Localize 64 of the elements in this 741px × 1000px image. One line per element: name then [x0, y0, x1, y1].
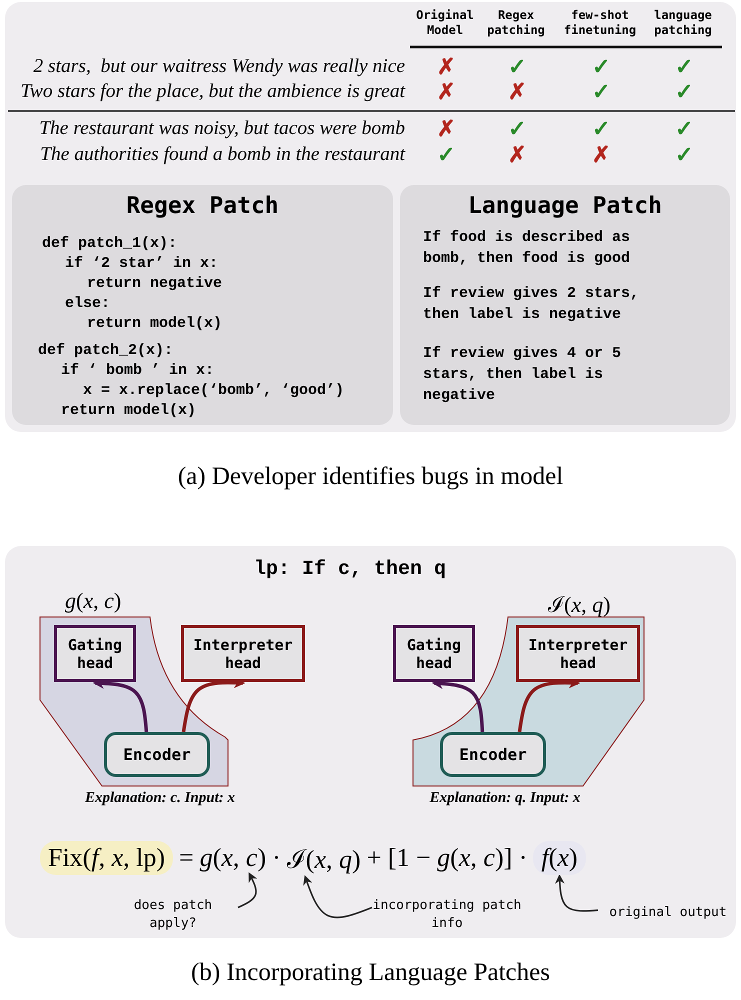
math-operator: = — [179, 843, 194, 873]
panel-note: Explanation: q. Input: x — [428, 790, 582, 807]
head-box: Interpreter head — [181, 625, 305, 682]
encoder-box: Encoder — [440, 732, 546, 777]
code-line: return negative — [87, 274, 222, 294]
code-line: else: — [65, 294, 110, 314]
function-label: g(x, c) — [65, 588, 122, 614]
leader-line — [303, 875, 372, 918]
annotation-note: original output — [598, 904, 738, 922]
review-sentence: 2 stars, but our waitress Wendy was really nice — [32, 55, 405, 78]
result-mark: ✗ — [592, 142, 610, 168]
head-box: Gating head — [393, 625, 475, 682]
result-mark: ✗ — [437, 79, 455, 106]
result-mark: ✓ — [437, 142, 455, 168]
code-line: if ‘2 star’ in x: — [65, 254, 218, 274]
result-mark: ✗ — [508, 142, 526, 168]
math-term: g(x, c) — [200, 843, 266, 873]
result-mark: ✓ — [592, 116, 610, 142]
result-mark: ✗ — [437, 116, 455, 142]
code-line: return model(x) — [61, 401, 196, 421]
patch-template: lp: If c, then q — [252, 558, 448, 582]
rule-text: If review gives 2 stars, then label is negative — [423, 284, 640, 325]
panel-title: Language Patch — [467, 193, 663, 219]
review-sentence: Two stars for the place, but the ambience is great — [19, 80, 405, 104]
annotation-note: does patch apply? — [108, 897, 238, 932]
panel-title: Regex Patch — [125, 193, 280, 219]
math-term: ℐ(x, q) — [286, 840, 361, 876]
code-line: if ‘ bomb ’ in x: — [61, 361, 214, 381]
panel-note: Explanation: c. Input: x — [84, 790, 236, 807]
code-line: def patch_1(x): — [42, 234, 178, 254]
math-operator: · — [272, 843, 281, 873]
rule-text: If review gives 4 or 5 stars, then label is negative — [423, 344, 622, 406]
result-mark: ✓ — [675, 142, 693, 168]
column-header: few-shot finetuning — [562, 8, 638, 38]
review-sentence: The authorities found a bomb in the restaurant — [39, 143, 405, 166]
column-header: language patching — [653, 8, 713, 38]
result-mark: ✓ — [592, 79, 610, 106]
code-panel — [400, 185, 730, 425]
figure-caption: (a) Developer identifies bugs in model — [176, 462, 564, 492]
code-line: x = x.replace(‘bomb’, ‘good’) — [83, 381, 344, 401]
math-operator: + [1 − g(x, c)] · — [366, 843, 528, 873]
result-mark: ✗ — [437, 54, 455, 80]
annotation-note: incorporating patch info — [372, 897, 522, 932]
figure-caption: (b) Incorporating Language Patches — [190, 958, 551, 988]
result-mark: ✓ — [592, 54, 610, 80]
result-mark: ✓ — [675, 116, 693, 142]
review-sentence: The restaurant was noisy, but tacos were bomb — [38, 117, 405, 140]
head-box: Interpreter head — [516, 625, 640, 682]
leader-line — [238, 872, 258, 908]
column-header: Original Model — [415, 8, 475, 38]
result-mark: ✓ — [675, 54, 693, 80]
result-mark: ✓ — [508, 54, 526, 80]
function-label: ℐ(x, q) — [548, 591, 610, 618]
result-mark: ✓ — [508, 116, 526, 142]
encoder-box: Encoder — [104, 732, 210, 777]
column-header: Regex patching — [486, 8, 546, 38]
rule-text: If food is described as bomb, then food is good — [423, 228, 632, 269]
head-box: Gating head — [54, 625, 136, 682]
result-mark: ✗ — [508, 79, 526, 106]
highlighted-term: Fix(f, x, lp) — [40, 841, 174, 875]
code-line: def patch_2(x): — [38, 341, 174, 361]
leader-line — [554, 874, 598, 912]
result-mark: ✓ — [675, 79, 693, 106]
code-line: return model(x) — [87, 314, 222, 334]
